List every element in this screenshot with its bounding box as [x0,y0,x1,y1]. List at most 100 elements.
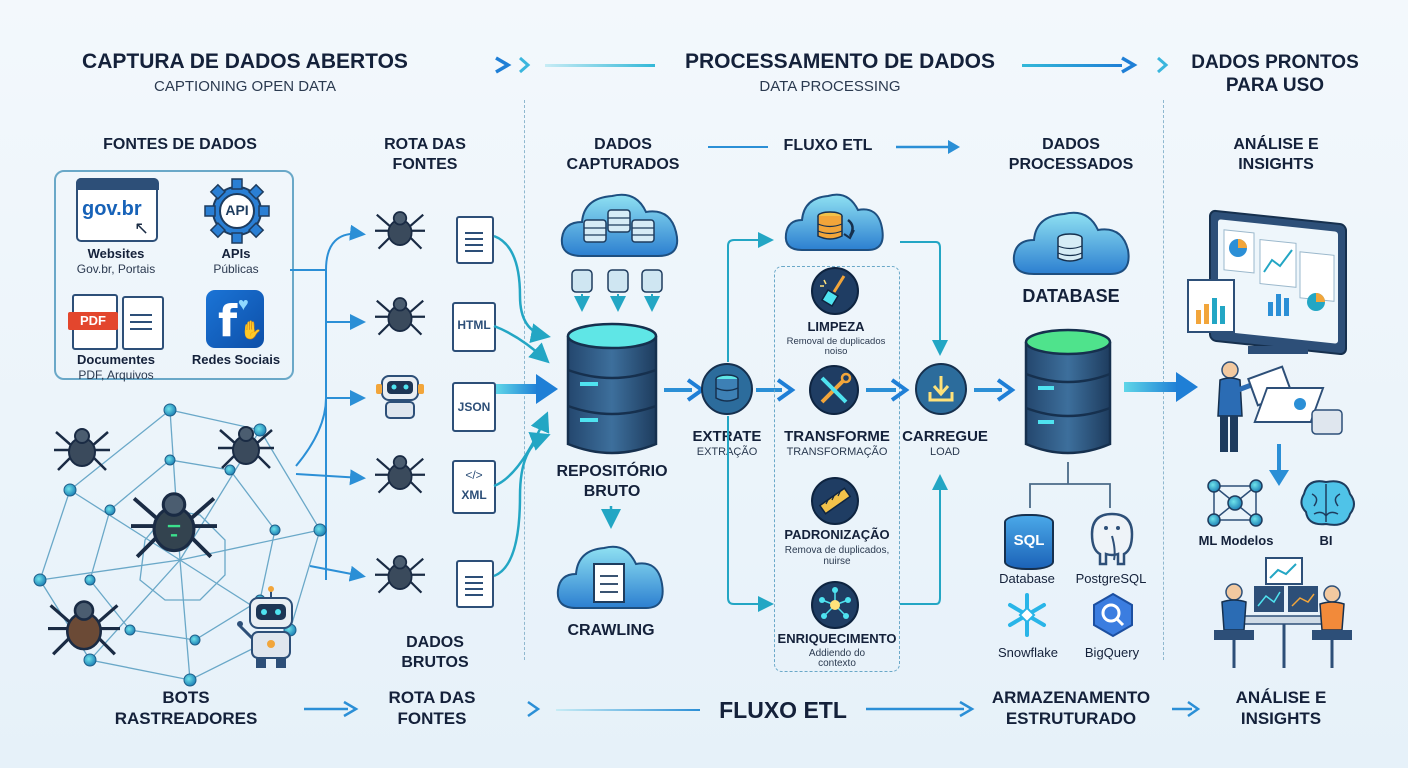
processed-to-analysis-arrow [1124,372,1198,402]
broom-cleaning-icon [811,267,859,315]
source-apis-label: APIs [221,246,251,261]
brain-bi-icon [1300,480,1355,526]
route-spider-icon [375,211,425,250]
source-documents-label: Documentes [76,352,156,367]
transform-to-load-arrow [866,378,910,402]
processed-cloud-icon [1012,211,1130,275]
json-file-label: JSON [457,400,491,414]
step-enriquecimento-sub-2: contexto [818,658,856,669]
source-social-label: Redes Sociais [191,352,281,367]
crawling-cloud-icon [556,545,664,609]
html-file-icon: HTML [452,302,496,352]
footer-bots-1: BOTS [162,688,210,707]
database-branch-connector [1029,462,1111,508]
step-padronizacao-sub-1: Remova de duplicados, [784,545,890,556]
route-spider-icon [375,297,425,336]
load-download-icon [915,363,967,415]
enrich-to-load-connector [900,474,948,605]
web-to-route-connectors [295,224,366,582]
crawling-label: CRAWLING [567,622,655,639]
small-database-icons [571,269,663,312]
transform-label: TRANSFORME [784,428,890,445]
step-limpeza-title: LIMPEZA [807,319,865,334]
transform-panel [774,266,900,672]
extract-branch-connectors [727,232,774,612]
route-to-repo-connectors [493,234,551,578]
route-document-icon [456,216,494,264]
extract-to-transform-arrow [756,378,796,402]
govbr-logo: gov.br [82,198,142,220]
header-capture-title: CAPTURA DE DADOS ABERTOS [82,50,408,73]
header-processing-title: PROCESSAMENTO DE DADOS [685,50,995,73]
header-arrow-1 [440,56,531,74]
header-ready-title-1: DADOS PRONTOS [1191,52,1359,73]
processed-title-2: PROCESSADOS [1008,156,1134,173]
load-to-database-arrow [974,378,1016,402]
footer-arrow-3 [866,700,975,718]
footer-arrow-1 [304,700,359,718]
footer-storage-2: ESTRUTURADO [1005,709,1137,728]
analysis-title-2: INSIGHTS [1238,156,1314,173]
sql-database-icon: SQL [1004,510,1054,570]
source-websites-sub: Gov.br, Portais [76,262,156,276]
html-file-label: HTML [457,318,491,332]
route-spider-icon [375,555,425,594]
snowflake-icon [1008,593,1046,637]
etl-header-line-left [708,146,768,148]
footer-arrow-2 [527,700,541,718]
ml-models-label: ML Modelos [1198,533,1274,548]
header-line-right [1022,64,1122,67]
dashboard-monitor-icon [1187,209,1347,356]
xml-file-icon: </> XML [452,460,496,514]
pdf-logo: PDF [68,312,118,330]
repo-to-extract-arrow [664,378,706,402]
source-apis-sub: Públicas [213,262,259,276]
step-limpeza-sub-2: noiso [824,346,848,357]
network-enrich-icon [811,581,859,629]
repo-title-1: REPOSITÓRIO [556,463,668,480]
repo-to-crawling-arrow [601,506,621,529]
step-padronizacao-title: PADRONIZAÇÃO [784,527,890,542]
separator-1 [524,100,525,660]
sources-title: FONTES DE DADOS [103,136,257,153]
step-enriquecimento-sub-1: Addiendo do [808,648,866,659]
store-snowflake-label: Snowflake [998,645,1058,660]
footer-bots-2: RASTREADORES [114,709,258,728]
header-processing-subtitle: DATA PROCESSING [759,78,901,95]
sources-panel [54,170,294,380]
footer-storage-1: ARMAZENAMENTO [991,688,1151,707]
analysis-down-arrow [1269,444,1289,486]
step-limpeza-sub-1: Removal de duplicados [786,336,886,347]
captured-title-1: DADOS [594,136,652,153]
social-network-icon: f ♥ ✋ [206,290,266,348]
postgresql-elephant-icon [1090,512,1134,566]
team-analytics-icon [1214,557,1352,668]
bi-label: BI [1319,533,1333,548]
api-logo: API [225,202,249,218]
route-to-repo-main-arrow [496,374,558,404]
ruler-standardize-icon [811,477,859,525]
pdf-document-icon: PDF [68,292,168,350]
api-gear-icon [204,178,270,244]
extract-sub: EXTRAÇÃO [696,446,758,458]
route-title-1: ROTA DAS [384,136,466,153]
route-document-icon [456,560,494,608]
spider-icon [54,428,110,471]
cloud-database-icon [560,193,679,257]
cloud-to-load-connector [900,241,948,356]
repo-title-2: BRUTO [583,483,641,500]
header-capture-subtitle: CAPTIONING OPEN DATA [154,78,336,95]
etl-cloud-database-icon [784,193,884,251]
load-label: CARREGUE [902,428,988,445]
route-title-2: FONTES [392,156,458,173]
route-robot-icon [376,375,424,419]
step-padronizacao-sub-2: nuirse [823,556,851,567]
step-enriquecimento-title: ENRIQUECIMENTO [777,631,897,646]
footer-arrow-4 [1172,700,1201,718]
etl-title: FLUXO ETL [783,137,873,154]
analyst-person-icon [1217,361,1343,452]
store-database-label: Database [999,571,1055,586]
website-browser-icon: gov.br ↖ [76,178,159,242]
header-ready-title-2: PARA USO [1225,75,1325,96]
etl-header-arrow [896,140,960,154]
